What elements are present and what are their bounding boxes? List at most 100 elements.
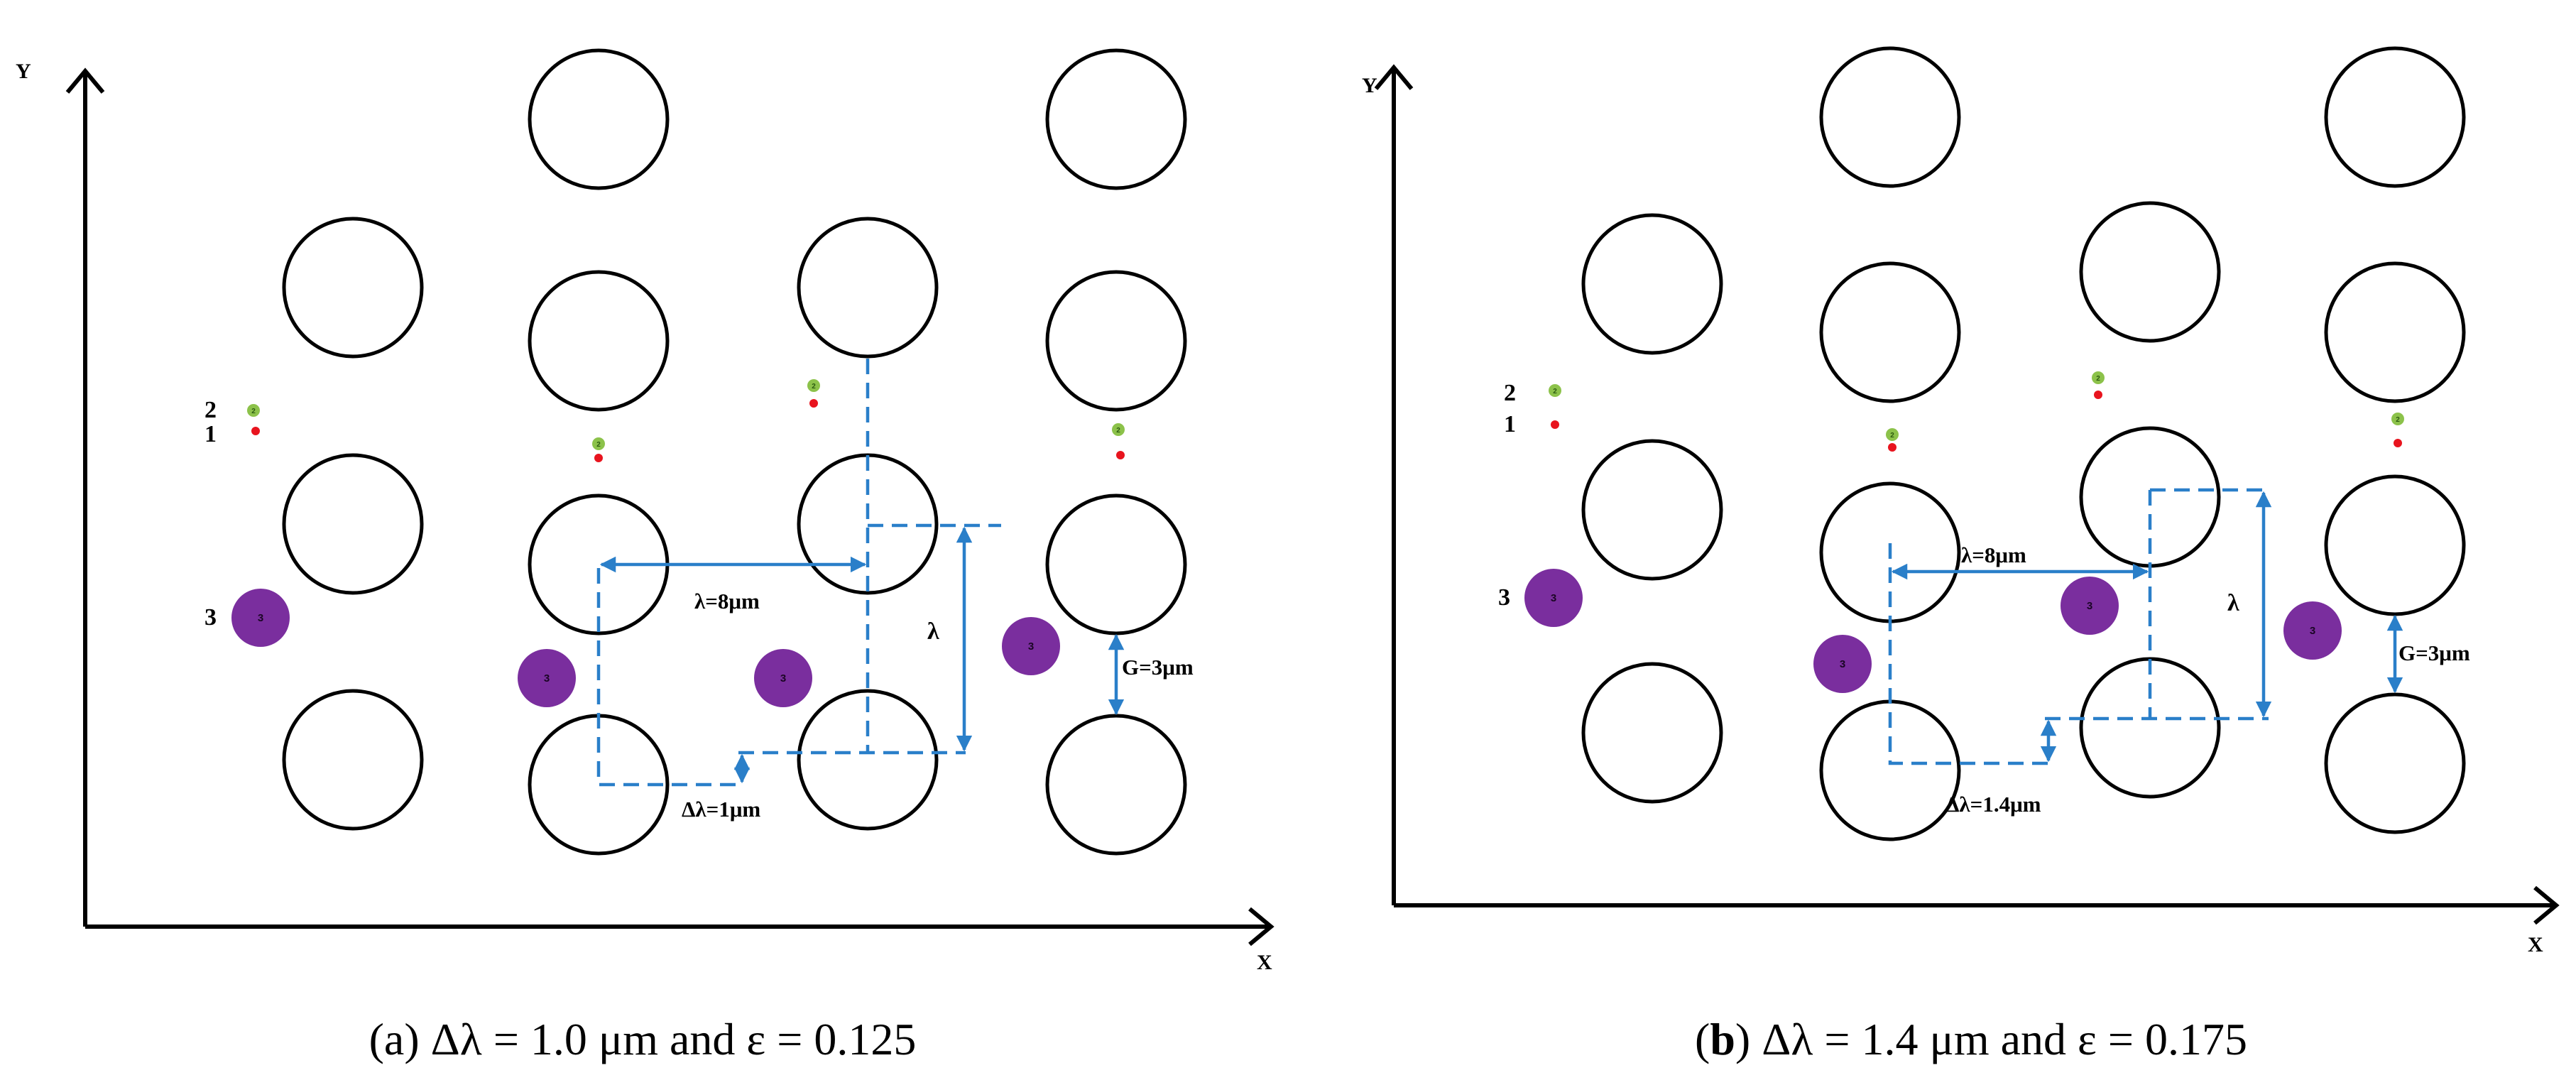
x-axis-arrowhead: [1248, 907, 1275, 947]
purple-marker: [2061, 577, 2119, 635]
red-marker: [2094, 391, 2102, 399]
dashed-line: [1888, 543, 2048, 765]
purple-marker: [754, 649, 812, 707]
air-hole: [1045, 48, 1187, 190]
air-hole: [1819, 261, 1961, 403]
red-marker: [2394, 439, 2402, 447]
green-marker: [1549, 384, 1561, 397]
purple-marker: [2283, 601, 2342, 660]
panel-a: Y X: [16, 48, 1275, 1064]
legend-label-2: 2: [1504, 380, 1516, 406]
green-marker: [1886, 428, 1899, 441]
air-hole: [528, 270, 670, 412]
air-hole: [1045, 493, 1187, 636]
legend-label-2: 2: [204, 397, 217, 423]
dimensions-b: λ=8μm λ Δλ=1.4μm G=3μm: [1891, 491, 2470, 817]
purple-marker: [231, 589, 290, 647]
red-marker: [1551, 420, 1559, 429]
legend-label-1: 1: [1504, 411, 1516, 437]
red-marker: [809, 399, 818, 408]
lambda-8-label: λ=8μm: [1961, 542, 2026, 567]
panel-b: Y X: [1362, 46, 2560, 1064]
purple-marker: [1002, 617, 1060, 675]
x-axis-label: X: [1257, 951, 1272, 974]
x-axis-arrowhead: [2533, 885, 2560, 925]
delta-lambda-label: Δλ=1μm: [682, 797, 760, 822]
air-hole: [1819, 46, 1961, 188]
red-marker: [1116, 451, 1125, 459]
air-hole: [2079, 657, 2221, 799]
lambda-8-label: λ=8μm: [694, 589, 760, 613]
green-marker-label: 2: [596, 441, 601, 449]
legend-b: 2 1 3 2 3: [1498, 380, 1583, 627]
gap-label: G=3μm: [1122, 655, 1194, 680]
green-marker: [2391, 413, 2404, 425]
lambda-label: λ: [2227, 590, 2239, 616]
purple-marker-label: 3: [544, 672, 550, 684]
green-marker: [247, 404, 260, 417]
red-marker: [594, 454, 603, 462]
purple-marker-label: 3: [1551, 592, 1556, 604]
markers-b: 2 2 2 3 3 3: [1813, 371, 2404, 693]
purple-marker-label: 3: [2087, 600, 2092, 612]
purple-marker: [1524, 569, 1583, 627]
purple-marker-label: 3: [1028, 640, 1034, 653]
dimensions-a: λ=8μm λ Δλ=1μm G=3μm: [599, 526, 1194, 822]
red-marker: [251, 427, 260, 435]
green-marker: [1112, 423, 1125, 436]
air-hole: [1581, 439, 1723, 581]
purple-marker: [518, 649, 576, 707]
air-hole: [2079, 201, 2221, 343]
air-hole: [2324, 692, 2466, 834]
delta-lambda-label: Δλ=1.4μm: [1945, 792, 2041, 817]
y-axis-arrowhead: [65, 67, 105, 94]
legend-label-3: 3: [204, 604, 217, 631]
purple-marker-label: 3: [780, 672, 786, 684]
red-marker: [1888, 443, 1896, 452]
green-marker-label: 2: [1116, 427, 1120, 435]
air-holes-b: [1581, 46, 2466, 841]
y-axis-label: Y: [16, 60, 31, 83]
caption-b-letter: b: [1710, 1014, 1735, 1064]
caption-b-open: (: [1695, 1014, 1710, 1064]
y-axis-label: Y: [1362, 74, 1377, 97]
axes-b: Y X: [1362, 64, 2560, 956]
air-hole: [528, 714, 670, 856]
air-hole: [1581, 662, 1723, 804]
green-marker-label: 2: [1553, 388, 1557, 396]
air-hole: [528, 48, 670, 190]
legend-a: 2 1 3 2 3: [204, 397, 290, 647]
green-marker: [807, 379, 820, 392]
gap-label: G=3μm: [2398, 640, 2470, 665]
caption-a: (a) Δλ = 1.0 μm and ε = 0.125: [369, 1014, 917, 1064]
legend-label-1: 1: [204, 421, 217, 447]
legend-label-3: 3: [1498, 584, 1510, 611]
caption-b-rest: ) Δλ = 1.4 μm and ε = 0.175: [1735, 1014, 2247, 1064]
axes-a: Y X: [16, 60, 1275, 974]
caption-b: (b) Δλ = 1.4 μm and ε = 0.175: [1695, 1014, 2247, 1064]
green-marker-label: 2: [1890, 432, 1894, 440]
green-marker-label: 2: [2396, 416, 2400, 424]
air-hole: [282, 689, 424, 831]
y-axis-arrowhead: [1374, 64, 1414, 90]
green-marker-label: 2: [2096, 375, 2100, 383]
construction-lines-a: [596, 359, 1001, 787]
green-marker-label: 2: [251, 408, 256, 415]
air-hole: [2324, 46, 2466, 188]
construction-lines-b: [1888, 488, 2269, 765]
air-hole: [282, 217, 424, 359]
air-hole: [1581, 213, 1723, 355]
markers-a: 2 2 2 3 3 3: [518, 379, 1125, 707]
air-hole: [797, 689, 939, 831]
air-hole: [2324, 261, 2466, 403]
purple-marker-label: 3: [1840, 658, 1845, 670]
air-hole: [1045, 270, 1187, 412]
green-marker: [2092, 371, 2105, 384]
purple-marker: [1813, 635, 1872, 693]
air-hole: [2324, 474, 2466, 616]
x-axis-label: X: [2528, 933, 2543, 956]
air-hole: [282, 453, 424, 595]
purple-marker-label: 3: [2310, 625, 2315, 637]
air-holes-a: [282, 48, 1187, 856]
